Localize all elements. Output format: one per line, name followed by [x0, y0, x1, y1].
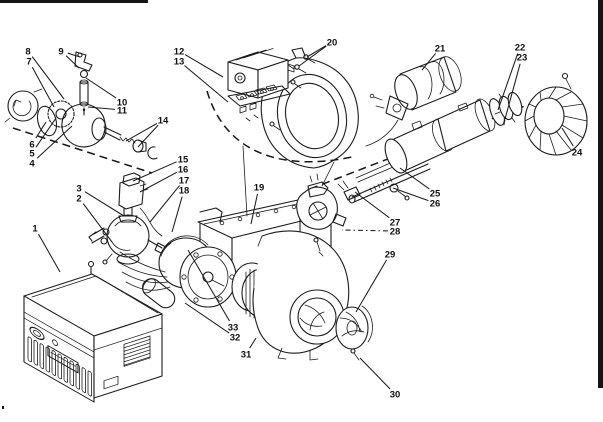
leader-line-11: [87, 106, 116, 110]
burner-motor: [117, 235, 237, 309]
leader-line-8: [31, 56, 65, 100]
callout-24: 24: [572, 148, 583, 159]
fan-housing: [242, 47, 359, 217]
air-damper-assembly: [296, 173, 347, 257]
callout-27: 27: [390, 218, 401, 229]
leader-line-29: [355, 259, 387, 313]
callout-6: 6: [29, 140, 34, 151]
leader-line-20: [306, 45, 327, 58]
leader-line-26: [392, 187, 429, 202]
leader-line-2: [82, 203, 113, 243]
callout-1: 1: [32, 224, 38, 235]
leader-line-28: [341, 229, 389, 232]
callout-25: 25: [430, 189, 441, 200]
leader-line-16: [139, 171, 178, 193]
fan-motor: [365, 56, 462, 147]
callout-28: 28: [390, 227, 401, 238]
callout-10: 10: [117, 98, 128, 109]
callout-18: 18: [179, 186, 190, 197]
callout-29: 29: [385, 250, 396, 261]
leader-line-18: [171, 196, 183, 233]
leader-line-19: [250, 193, 259, 225]
callout-32: 32: [230, 333, 241, 344]
leader-line-13: [184, 65, 229, 103]
callout-20: 20: [327, 38, 338, 49]
callout-19: 19: [254, 183, 265, 194]
burner-cover: [23, 260, 163, 403]
pump-cartridge-group: [4, 51, 158, 160]
callout-22: 22: [515, 43, 526, 54]
housing-screws: [294, 54, 316, 74]
solenoid-valve: [118, 172, 163, 237]
flame-head: [524, 72, 588, 156]
leader-line-10: [85, 77, 117, 99]
leader-line-12: [184, 54, 224, 78]
leader-line-14: [137, 124, 159, 148]
leader-line-5: [35, 117, 57, 148]
callout-5: 5: [29, 149, 35, 160]
leader-line-27: [354, 191, 390, 219]
burner-tube-assembly: [384, 98, 505, 174]
leader-line-25: [399, 167, 430, 190]
leader-line-23: [504, 63, 521, 120]
leader-line-6: [35, 121, 47, 139]
fuel-pump: [88, 203, 169, 265]
callout-30: 30: [390, 390, 401, 401]
callout-15: 15: [178, 155, 189, 166]
leader-line-24: [561, 127, 574, 147]
callout-26: 26: [430, 199, 441, 210]
leader-line-9: [65, 55, 80, 69]
callout-3: 3: [76, 184, 81, 195]
callout-16: 16: [178, 165, 189, 176]
control-box: [227, 48, 295, 122]
callout-12: 12: [174, 47, 185, 58]
leader-line-22: [497, 53, 519, 111]
leader-line-17: [149, 185, 181, 223]
callout-31: 31: [241, 350, 252, 361]
callout-21: 21: [435, 44, 446, 55]
leader-line-7: [31, 66, 55, 108]
leader-line-30: [359, 357, 391, 390]
leader-line-3: [84, 191, 125, 217]
callout-7: 7: [26, 57, 31, 68]
callout-2: 2: [76, 194, 81, 205]
callout-33: 33: [228, 323, 239, 334]
leader-line-21: [421, 53, 437, 71]
leader-line-1: [38, 233, 61, 273]
leader-line-14: [125, 123, 158, 142]
leader-line-15: [132, 161, 177, 182]
leader-line-4: [36, 125, 73, 159]
callout-14: 14: [158, 116, 169, 127]
leader-line-32: [184, 302, 230, 334]
leader-line-33: [187, 249, 230, 322]
callout-17: 17: [179, 176, 190, 187]
callout-8: 8: [25, 47, 30, 58]
leader-line-9: [67, 52, 81, 58]
callout-23: 23: [517, 53, 528, 64]
leader-line-20: [298, 45, 327, 67]
volute-housing: [252, 230, 350, 361]
callout-13: 13: [174, 57, 185, 68]
air-inlet-cover: [335, 305, 373, 361]
scan-artifacts: [0, 0, 603, 409]
callout-11: 11: [117, 106, 128, 117]
callout-9: 9: [58, 47, 63, 58]
leader-line-31: [249, 337, 257, 349]
callout-4: 4: [29, 159, 35, 170]
